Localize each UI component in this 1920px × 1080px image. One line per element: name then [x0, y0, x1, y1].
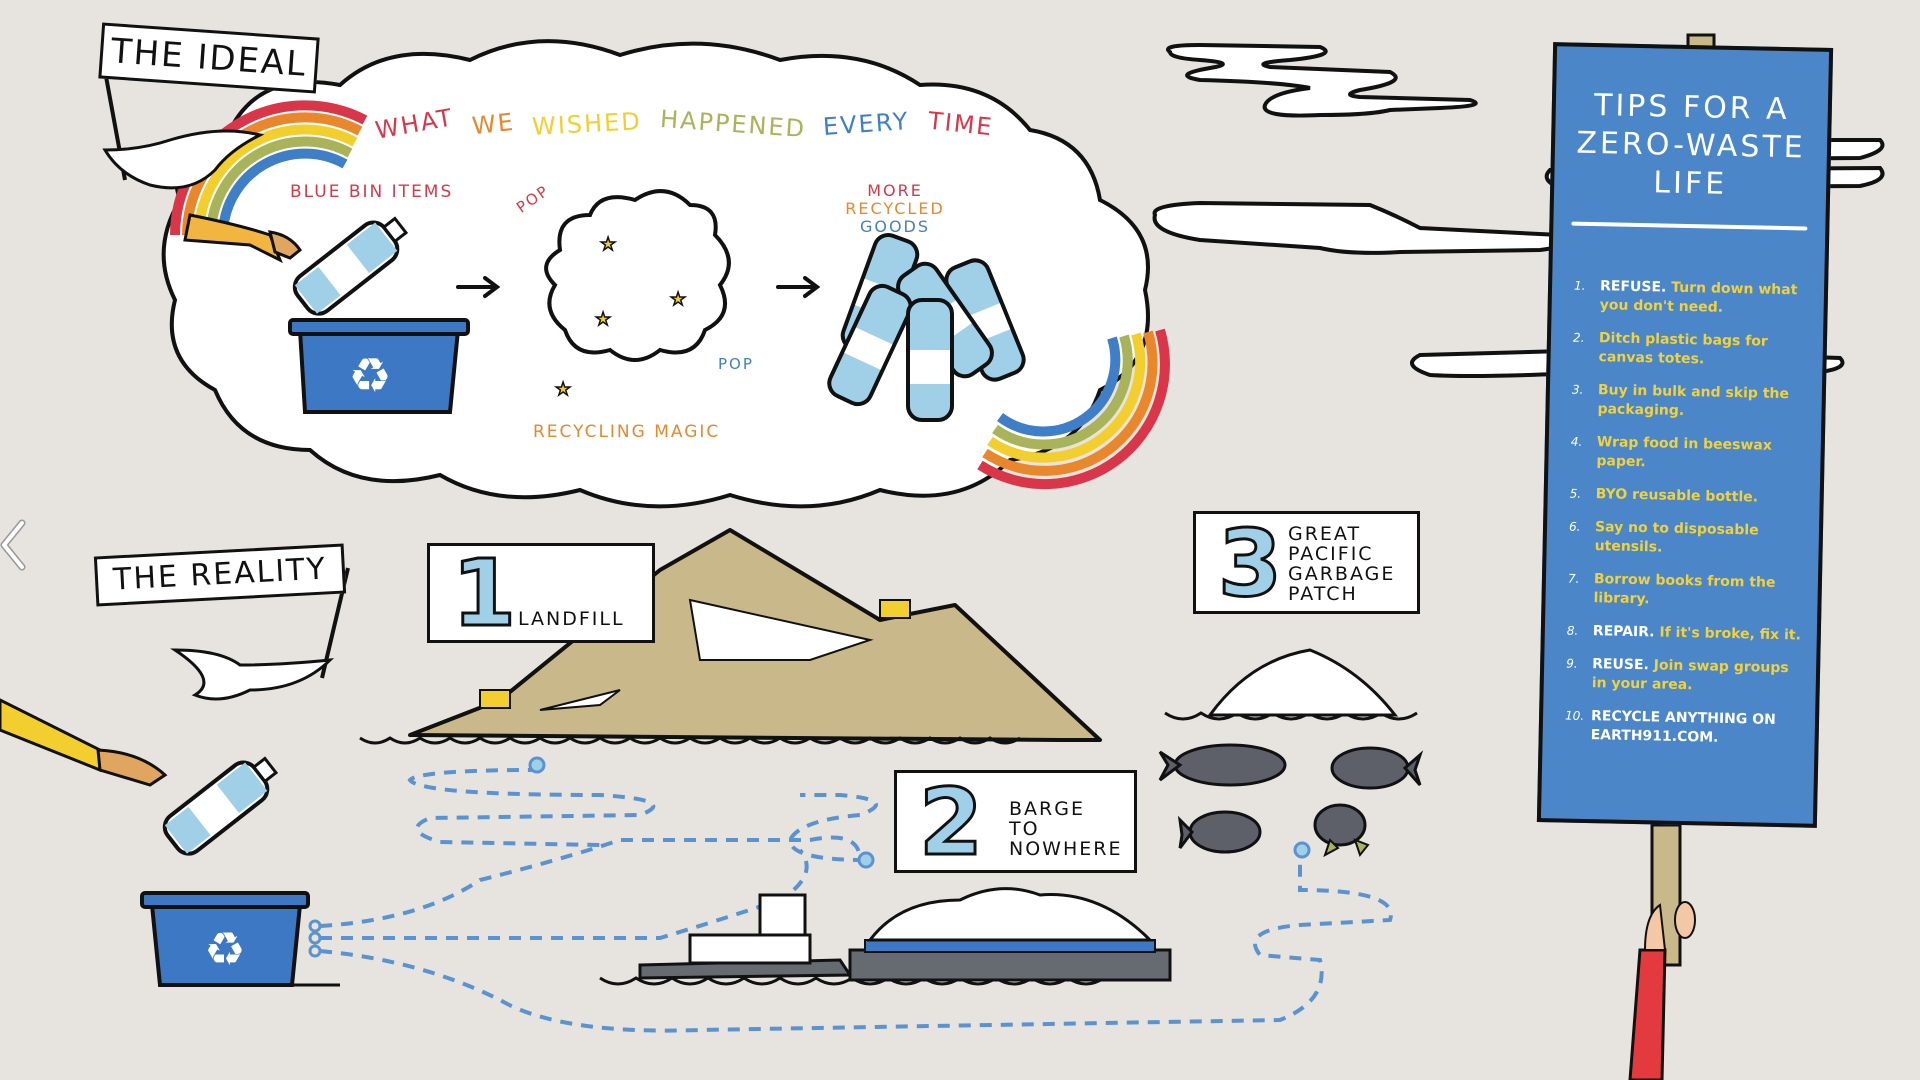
tip-item: 1.REFUSE. Turn down what you don't need. [1573, 277, 1810, 320]
svg-text:♻: ♻ [348, 348, 391, 404]
label-line: GOODS [859, 217, 931, 236]
tip-item: 2. Ditch plastic bags for canvas totes. [1572, 329, 1809, 372]
sign-divider [1571, 221, 1808, 231]
tip-number: 7. [1567, 571, 1580, 586]
title-line: LIFE [1653, 165, 1728, 202]
recycling-magic-label: RECYCLING MAGIC [533, 422, 721, 442]
title-line: TIPS FOR A [1593, 88, 1791, 128]
tip-text: If it's broke, fix it. [1654, 624, 1802, 644]
zero-waste-tips-sign: TIPS FOR A ZERO-WASTE LIFE 1.REFUSE. Tur… [1536, 42, 1834, 828]
tips-list: 1.REFUSE. Turn down what you don't need.… [1564, 277, 1810, 764]
tip-number: 9. [1566, 656, 1578, 671]
blue-bin-items-label: BLUE BIN ITEMS [290, 182, 454, 202]
svg-text:★: ★ [555, 379, 571, 400]
destination-number: 2 [917, 769, 984, 876]
label-line: TO [1009, 818, 1040, 840]
tip-text: Say no to disposable utensils. [1594, 519, 1759, 556]
label-line: PATCH [1288, 583, 1358, 605]
ideal-banner-text: THE IDEAL [109, 31, 309, 85]
tip-item: 8. REPAIR. If it's broke, fix it. [1567, 622, 1803, 646]
tip-number: 10. [1564, 708, 1585, 723]
headline-word: EVERY [822, 107, 911, 141]
barge-callout: 2 BARGE TO NOWHERE [894, 770, 1137, 873]
title-line: ZERO-WASTE [1576, 125, 1807, 166]
tip-number: 3. [1571, 382, 1584, 397]
label-line: NOWHERE [1009, 838, 1123, 860]
tip-lead: REUSE. [1592, 656, 1650, 674]
svg-text:★: ★ [670, 289, 686, 310]
garbage-patch-callout: 3 GREAT PACIFIC GARBAGE PATCH [1193, 511, 1420, 614]
svg-text:♻: ♻ [204, 922, 245, 976]
more-recycled-goods-label: MORE RECYCLED GOODS [835, 182, 955, 236]
headline-word: HAPPENED [658, 104, 807, 144]
tip-item: 7. Borrow books from the library. [1567, 570, 1804, 613]
label-line: MORE [867, 181, 923, 200]
tip-item: 10. RECYCLE ANYTHING ON EARTH911.COM. [1564, 707, 1801, 750]
ideal-bin: ♻ [288, 318, 470, 414]
tip-number: 8. [1566, 623, 1579, 638]
marine-life [1158, 743, 1424, 854]
reality-bin: ♻ [140, 891, 340, 987]
destination-number: 1 [450, 540, 517, 647]
tip-lead: REFUSE. [1599, 278, 1667, 296]
sign-title: TIPS FOR A ZERO-WASTE LIFE [1554, 86, 1828, 206]
svg-text:★: ★ [600, 234, 616, 255]
tip-text: reusable bottle. [1627, 486, 1759, 506]
destination-label: LANDFILL [518, 608, 625, 630]
barge [638, 887, 1172, 982]
tip-lead: RECYCLE ANYTHING ON EARTH911.COM. [1590, 708, 1776, 746]
tip-text: Buy in bulk and skip the packaging. [1597, 382, 1790, 419]
tip-lead: REPAIR. [1592, 623, 1655, 641]
label-line: RECYCLED [845, 199, 945, 218]
tip-number: 1. [1573, 278, 1586, 293]
tip-number: 5. [1569, 486, 1582, 501]
headline-word: WISHED [531, 107, 643, 141]
recycled-bottles [827, 233, 1026, 422]
tip-item: 4. Wrap food in beeswax paper. [1570, 433, 1807, 476]
tip-item: 5. BYO reusable bottle. [1570, 485, 1806, 509]
label-line: BARGE [1009, 798, 1085, 820]
tip-text: Wrap food in beeswax paper. [1596, 434, 1773, 471]
pop-label-2: POP [718, 355, 754, 373]
headline-word: WE [470, 107, 516, 141]
tip-number: 4. [1570, 434, 1583, 449]
destination-label: BARGE TO NOWHERE [1009, 799, 1122, 859]
svg-text:★: ★ [595, 309, 611, 330]
landfill-mountain [408, 528, 1102, 742]
label-line: GARBAGE [1288, 563, 1396, 585]
tip-lead: BYO [1595, 486, 1628, 503]
label-line: GREAT [1288, 523, 1362, 545]
ideal-headline: WHAT WE WISHED HAPPENED EVERY TIME [373, 103, 994, 144]
tip-item: 9.REUSE. Join swap groups in your area. [1566, 655, 1803, 698]
destination-number: 3 [1216, 510, 1283, 617]
tip-number: 2. [1572, 330, 1585, 345]
tip-text: Borrow books from the library. [1593, 571, 1776, 608]
rainbow-right [977, 328, 1170, 490]
reality-banner-text: THE REALITY [112, 551, 328, 598]
tip-item: 6. Say no to disposable utensils. [1568, 518, 1805, 561]
landfill-callout: 1 LANDFILL [427, 543, 655, 643]
chevron-left-icon[interactable] [0, 515, 30, 575]
tip-number: 6. [1568, 519, 1581, 534]
destination-label: GREAT PACIFIC GARBAGE PATCH [1288, 524, 1395, 604]
label-line: PACIFIC [1288, 543, 1374, 565]
tip-item: 3. Buy in bulk and skip the packaging. [1571, 381, 1808, 424]
tip-text: Ditch plastic bags for canvas totes. [1598, 330, 1768, 368]
